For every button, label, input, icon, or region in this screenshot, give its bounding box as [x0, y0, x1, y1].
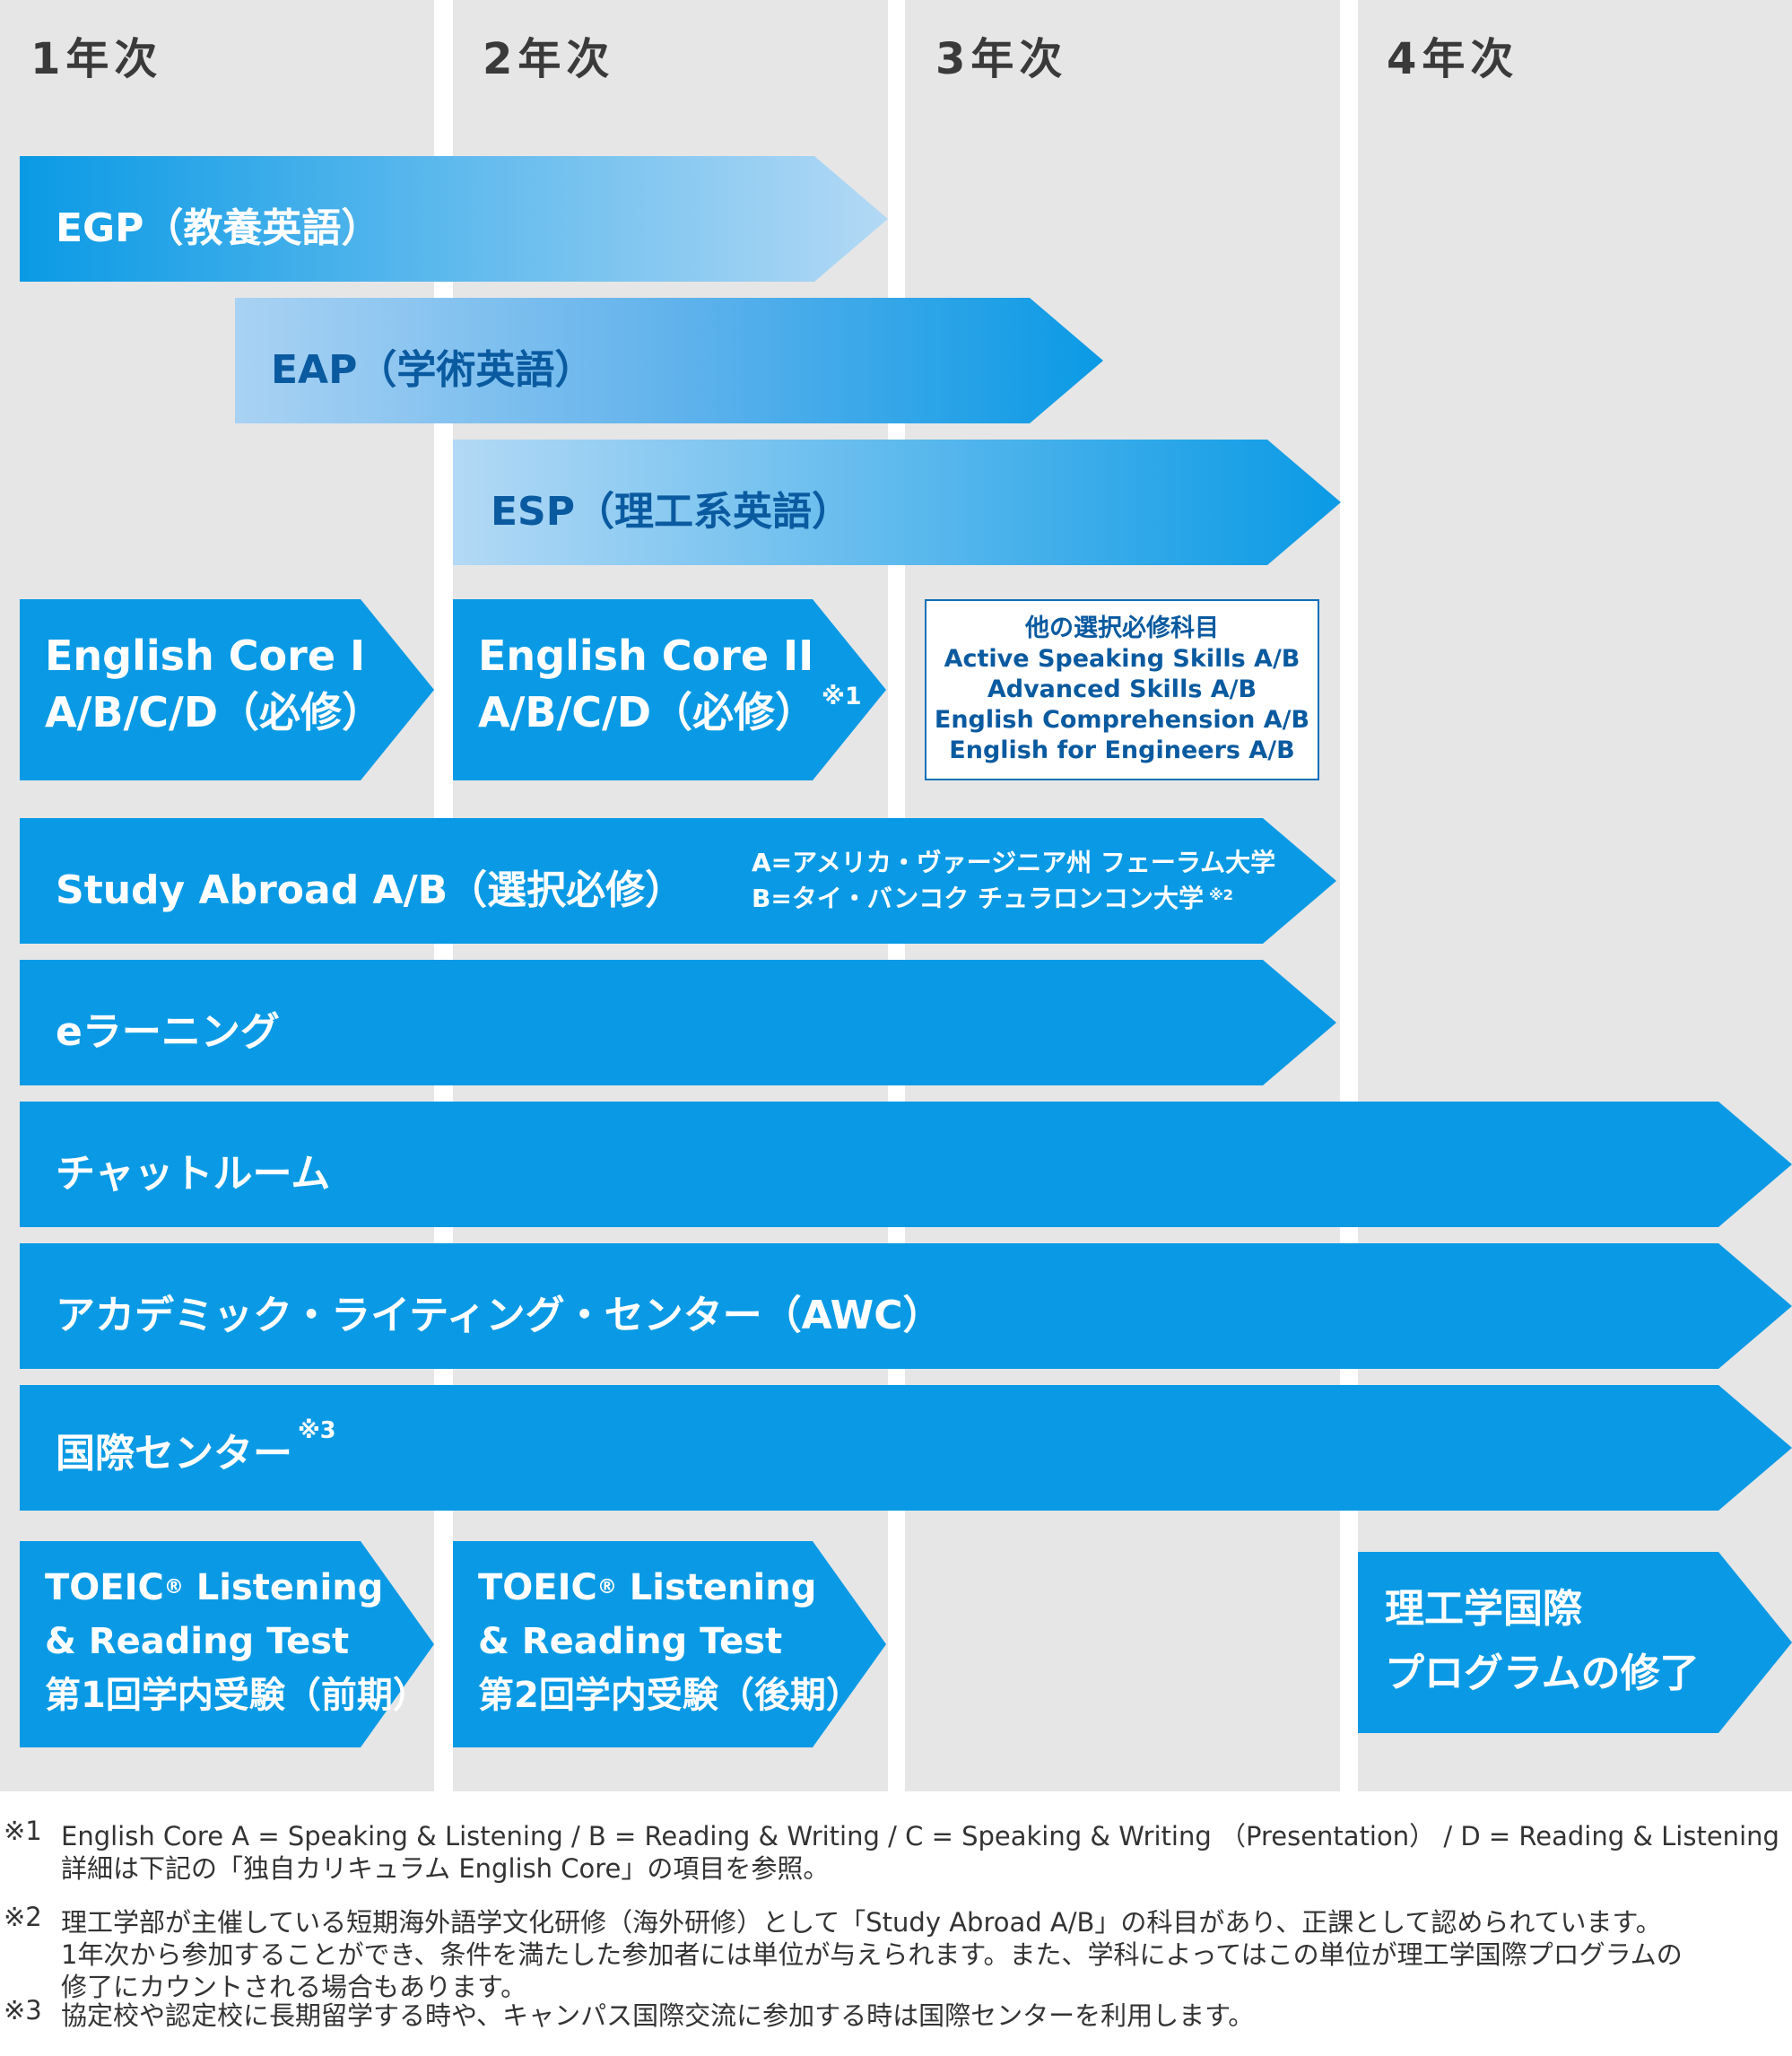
esp-label: ESP（理工系英語）	[491, 489, 851, 535]
chatroom-arrow: チャットルーム	[20, 1102, 1792, 1227]
english-core-2-title: English Core II	[478, 632, 814, 680]
toeic-1-line-1: TOEIC® Listening	[45, 1561, 429, 1615]
toeic-1-line-2: & Reading Test	[45, 1621, 350, 1662]
toeic-2-brand: TOEIC	[478, 1567, 597, 1608]
study-abroad-line-b: B=タイ・バンコク チュラロンコン大学	[752, 884, 1204, 913]
english-core-2-subtitle: A/B/C/D（必修）	[478, 688, 817, 737]
english-core-2-text: English Core II A/B/C/D（必修）※1	[478, 628, 862, 742]
intl-center-label: 国際センター	[56, 1431, 292, 1477]
note-3-marker: ※3	[298, 1417, 336, 1444]
egp-arrow: EGP（教養英語）	[20, 156, 888, 282]
footnote-1-mark: ※1	[4, 1816, 42, 1846]
english-core-1-title: English Core I	[45, 632, 366, 680]
year-label-1: 1年次	[30, 34, 163, 84]
footnote-3-line-1: 協定校や認定校に長期留学する時や、キャンパス国際交流に参加する時は国際センターを…	[61, 2000, 1255, 2031]
year-column-4	[1358, 0, 1792, 1791]
program-completion-text: 理工学国際 プログラムの修了	[1385, 1577, 1700, 1706]
elective-item: English for Engineers A/B	[949, 736, 1295, 764]
footnote-2-mark: ※2	[4, 1902, 42, 1932]
english-core-1-subtitle: A/B/C/D（必修）	[45, 688, 384, 737]
eap-arrow: EAP（学術英語）	[235, 298, 1103, 423]
english-core-1-arrow: English Core I A/B/C/D（必修）	[20, 599, 434, 780]
study-abroad-line-a: A=アメリカ・ヴァージニア州 フェーラム大学	[752, 848, 1276, 877]
toeic-1-listening: Listening	[183, 1567, 384, 1608]
year-label-3: 3年次	[935, 34, 1068, 84]
eap-label: EAP（学術英語）	[271, 347, 595, 393]
footnote-1-line-2: 詳細は下記の「独自カリキュラム English Core」の項目を参照。	[61, 1853, 830, 1884]
intl-center-text: 国際センター※3	[56, 1417, 336, 1478]
toeic-2-line-3: 第2回学内受験（後期）	[478, 1675, 862, 1716]
program-completion-arrow: 理工学国際 プログラムの修了	[1358, 1552, 1792, 1733]
note-1-marker: ※1	[822, 683, 862, 711]
esp-arrow: ESP（理工系英語）	[453, 440, 1341, 565]
elearning-arrow: eラーニング	[20, 960, 1336, 1085]
toeic-1-line-3: 第1回学内受験（前期）	[45, 1675, 429, 1716]
toeic-1-text: TOEIC® Listening & Reading Test 第1回学内受験（…	[45, 1561, 429, 1722]
study-abroad-line-b-row: B=タイ・バンコク チュラロンコン大学※2	[752, 881, 1275, 917]
elective-item: Active Speaking Skills A/B	[944, 645, 1301, 673]
study-abroad-label: Study Abroad A/B（選択必修）	[56, 867, 685, 913]
footnote-2-line-1: 理工学部が主催している短期海外語学文化研修（海外研修）として「Study Abr…	[61, 1907, 1662, 1938]
awc-arrow: アカデミック・ライティング・センター（AWC）	[20, 1243, 1792, 1369]
footnote-3-mark: ※3	[4, 1995, 42, 2026]
electives-box: 他の選択必修科目 Active Speaking Skills A/B Adva…	[925, 599, 1319, 780]
year-label-4: 4年次	[1387, 34, 1519, 84]
toeic-2-listening: Listening	[616, 1567, 817, 1608]
toeic-1-arrow: TOEIC® Listening & Reading Test 第1回学内受験（…	[20, 1541, 434, 1747]
elective-item: Advanced Skills A/B	[987, 675, 1257, 703]
note-2-marker: ※2	[1208, 886, 1234, 903]
english-core-1-text: English Core I A/B/C/D（必修）	[45, 628, 383, 742]
footnote-2-line-3: 修了にカウントされる場合もあります。	[61, 1972, 527, 2002]
toeic-2-arrow: TOEIC® Listening & Reading Test 第2回学内受験（…	[453, 1541, 886, 1747]
intl-center-arrow: 国際センター※3	[20, 1385, 1792, 1511]
footnote-2-line-2: 1年次から参加することができ、条件を満たした参加者には単位が与えられます。また、…	[61, 1939, 1683, 1970]
study-abroad-destinations: A=アメリカ・ヴァージニア州 フェーラム大学 B=タイ・バンコク チュラロンコン…	[752, 845, 1275, 917]
electives-title: 他の選択必修科目	[1025, 614, 1219, 642]
year-label-2: 2年次	[483, 34, 615, 84]
toeic-2-text: TOEIC® Listening & Reading Test 第2回学内受験（…	[478, 1561, 862, 1722]
registered-mark: ®	[163, 1576, 184, 1599]
egp-label: EGP（教養英語）	[56, 205, 381, 251]
elearning-label: eラーニング	[56, 1009, 280, 1055]
awc-label: アカデミック・ライティング・センター（AWC）	[56, 1293, 943, 1338]
program-completion-line-1: 理工学国際	[1385, 1586, 1582, 1632]
elective-item: English Comprehension A/B	[934, 706, 1310, 734]
chatroom-label: チャットルーム	[56, 1151, 331, 1197]
english-core-2-subtitle-row: A/B/C/D（必修）※1	[478, 683, 862, 741]
toeic-2-line-2: & Reading Test	[478, 1621, 783, 1662]
toeic-1-brand: TOEIC	[45, 1567, 164, 1608]
program-completion-line-2: プログラムの修了	[1385, 1651, 1700, 1696]
study-abroad-arrow: Study Abroad A/B（選択必修）	[20, 818, 1336, 944]
footnote-1-line-1: English Core A = Speaking & Listening / …	[61, 1821, 1779, 1851]
toeic-2-line-1: TOEIC® Listening	[478, 1561, 862, 1615]
english-core-2-arrow: English Core II A/B/C/D（必修）※1	[453, 599, 886, 780]
registered-mark: ®	[596, 1576, 617, 1599]
